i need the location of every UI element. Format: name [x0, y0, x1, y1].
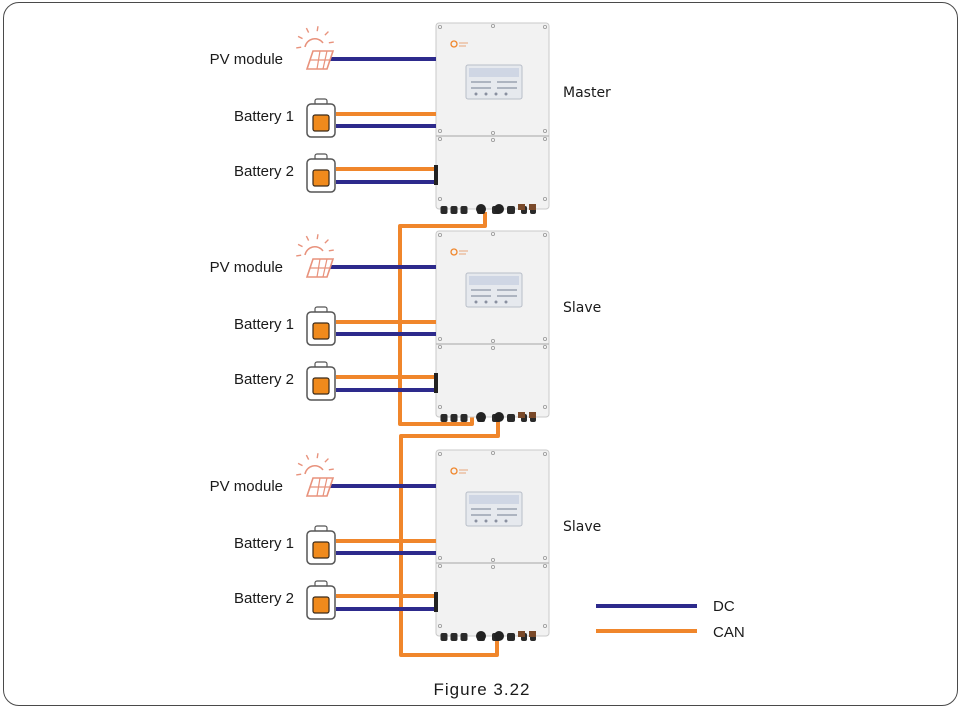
battery-2-label: Battery 2 [234, 163, 294, 180]
battery-icon [306, 98, 336, 138]
inverter-display [465, 272, 523, 308]
battery-icon [306, 525, 336, 565]
inverter-display [465, 64, 523, 100]
inverter-stack [435, 22, 550, 641]
master-label: Master [563, 85, 611, 101]
can-link-master-slave1 [398, 212, 487, 426]
legend-dc-label: DC [713, 598, 735, 615]
pv-module-label: PV module [210, 51, 283, 68]
battery-1-label: Battery 1 [234, 108, 294, 125]
battery-icon [306, 306, 336, 346]
battery-2-label: Battery 2 [234, 590, 294, 607]
slave-label: Slave [563, 300, 601, 316]
figure-frame [3, 2, 958, 706]
pv-module-label: PV module [210, 259, 283, 276]
legend: DC CAN [596, 598, 745, 641]
inverter-display [465, 491, 523, 527]
battery-1-label: Battery 1 [234, 535, 294, 552]
brand-logo-icon [450, 40, 468, 48]
inverter-connectors [440, 412, 536, 422]
solar-panel-icon [296, 453, 335, 497]
pv-module-label: PV module [210, 478, 283, 495]
inverter-slave-1 [435, 230, 550, 422]
brand-logo-icon [450, 248, 468, 256]
can-link-slave1-slave2 [399, 414, 500, 657]
figure-caption: Figure 3.22 [434, 680, 531, 699]
legend-can-label: CAN [713, 624, 745, 641]
inverter-connectors [440, 631, 536, 641]
battery-1-label: Battery 1 [234, 316, 294, 333]
inverter-slave-2 [435, 449, 550, 641]
battery-icon [306, 153, 336, 193]
brand-logo-icon [450, 467, 468, 475]
solar-panel-icon [296, 234, 335, 278]
battery-icon [306, 361, 336, 401]
solar-panel-icon [296, 26, 335, 70]
battery-icon [306, 580, 336, 620]
can-wiring [398, 212, 500, 657]
slave-label: Slave [563, 519, 601, 535]
battery-2-label: Battery 2 [234, 371, 294, 388]
inverter-master [435, 22, 550, 214]
inverter-connectors [440, 204, 536, 214]
